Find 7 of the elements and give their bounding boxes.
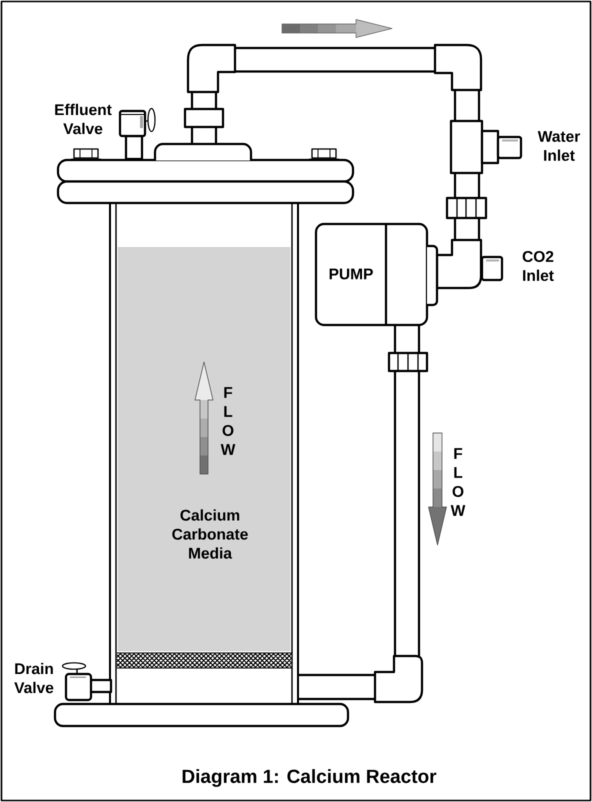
flow-label: FLOW bbox=[450, 448, 466, 516]
part-label: Water Inlet bbox=[538, 131, 580, 161]
part-label: Effluent Valve bbox=[55, 104, 112, 134]
part-label: Drain Valve bbox=[14, 662, 54, 694]
flow-label: FLOW bbox=[220, 387, 236, 455]
caption: Diagram 1: Calcium Reactor bbox=[182, 769, 436, 787]
part-label: CO2 Inlet bbox=[522, 251, 554, 281]
